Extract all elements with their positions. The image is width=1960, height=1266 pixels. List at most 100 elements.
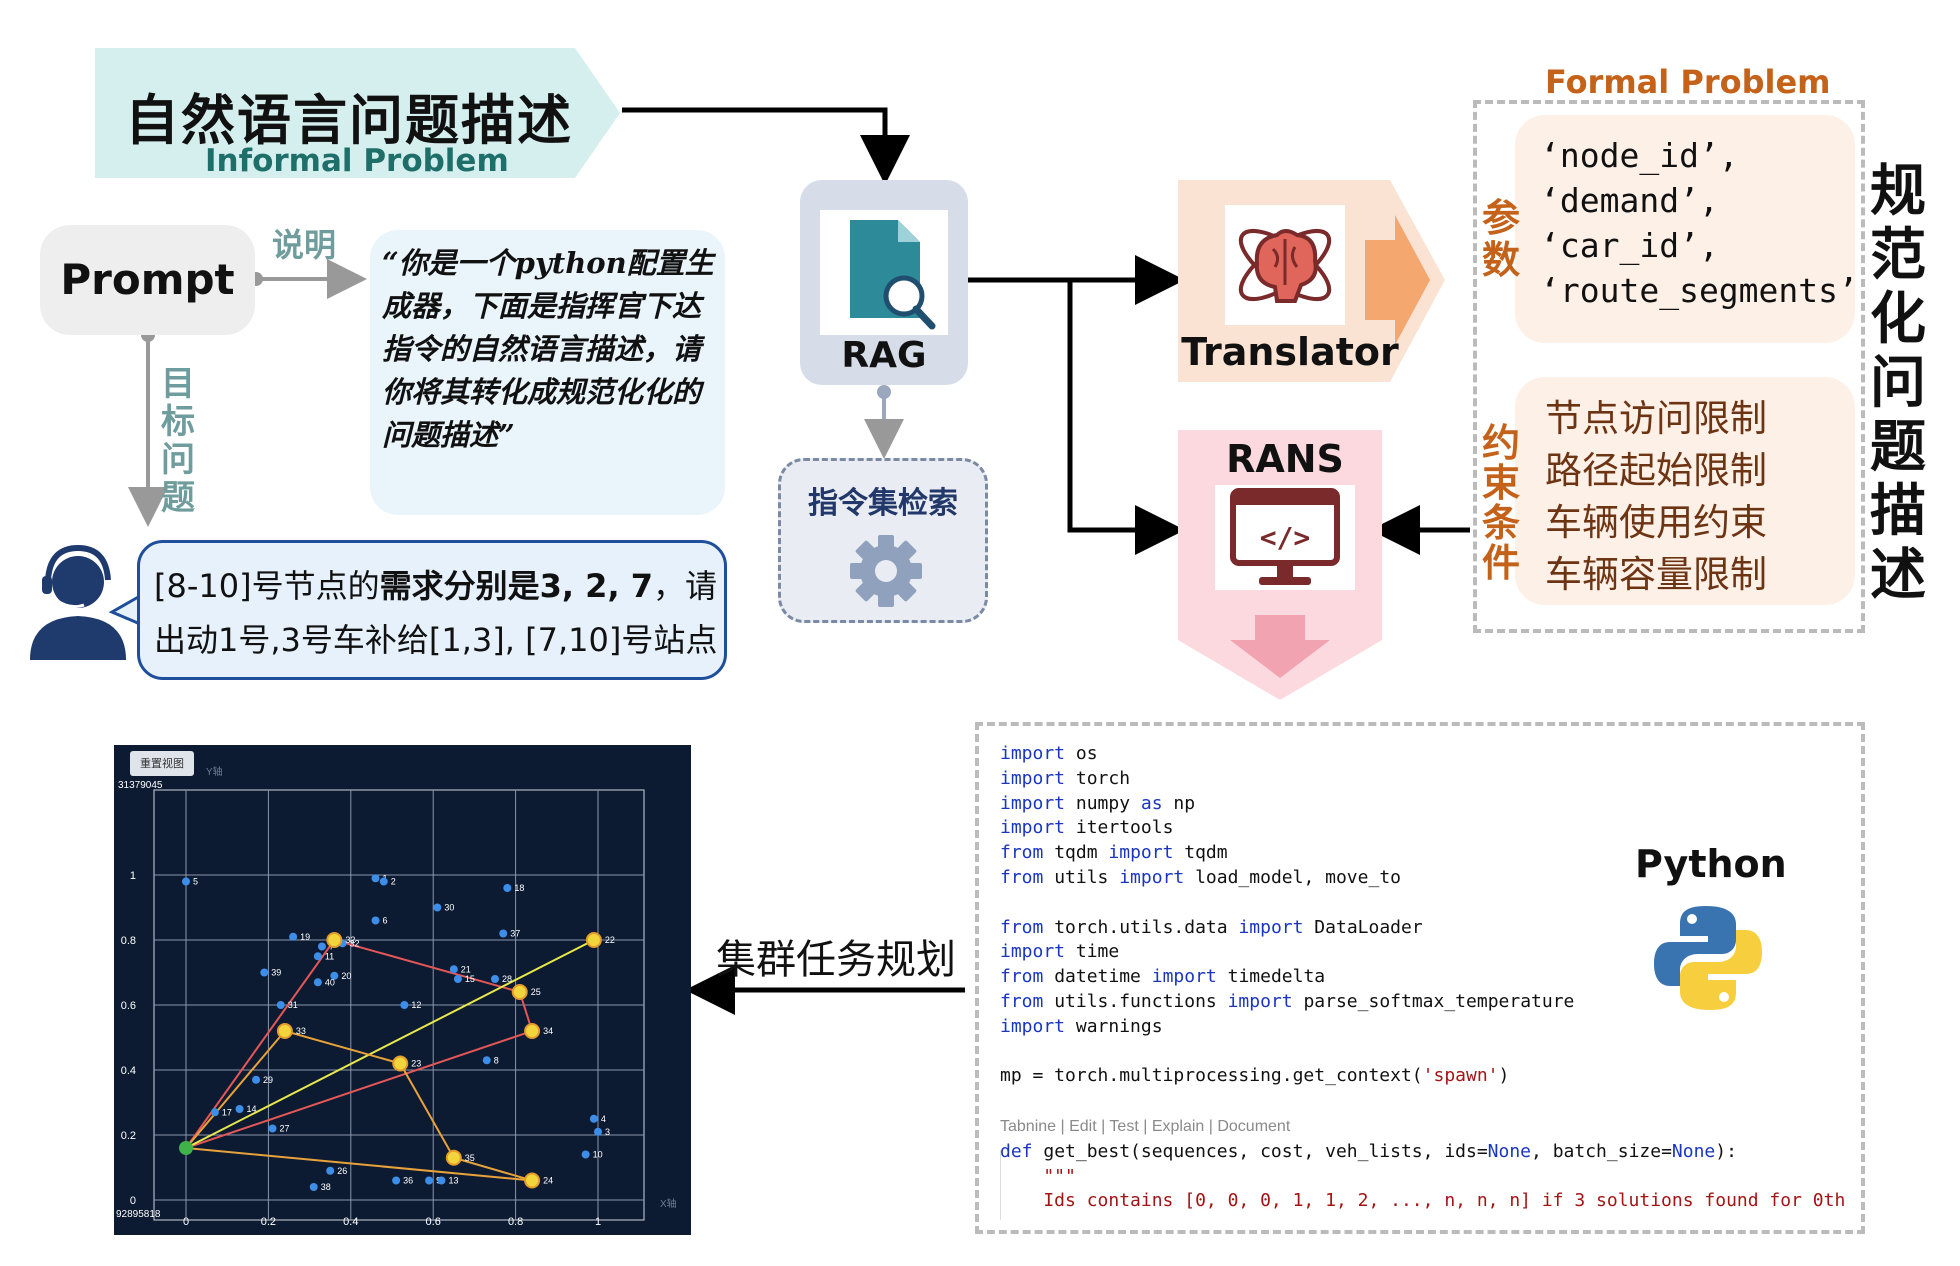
mission-planning-label: 集群任务规划 [716,937,956,983]
customer-label: 4 [601,1114,606,1124]
code-line: def get_best(sequences, cost, veh_lists,… [1000,1140,1737,1162]
customer-point [449,965,458,974]
x-axis-name: X轴 [660,1197,677,1210]
customer-point [491,975,499,983]
customer-point [453,975,462,983]
user-request-line2: 出动1号,3号车补给[1,3], [7,10]号站点 [154,621,718,659]
param-item: ‘route_segments’ [1540,271,1858,310]
code-line: from tqdm import tqdm [1000,842,1228,864]
reset-view-button[interactable]: 重置视图 [130,751,194,776]
instruction-retrieval-node [778,458,988,623]
code-line: from utils.functions import parse_softma… [1000,990,1575,1012]
customer-label: 26 [337,1166,347,1176]
customer-label: 13 [448,1176,458,1186]
customer-label: 5 [193,877,198,887]
customer-point [499,929,508,938]
explain-label: 说明 [272,226,337,264]
translator-arrow-icon [1365,215,1430,345]
customer-point [330,971,339,980]
route-node-point [276,1023,293,1039]
route-node-point [392,1055,409,1072]
customer-point [371,916,380,925]
customer-point [313,978,322,987]
user-request-line1: [8-10]号节点的需求分别是3, 2, 7，请 [154,567,718,605]
customer-label: 36 [403,1176,413,1186]
param-item: ‘node_id’, [1540,136,1739,175]
customer-label: 14 [247,1104,257,1114]
customer-point [371,874,380,883]
customer-label: 37 [510,929,520,939]
code-line: Ids contains [0, 0, 0, 1, 1, 2, ..., n, … [1000,1190,1846,1212]
customer-label: 8 [494,1055,499,1065]
informal-problem-banner: 自然语言问题描述 Informal Problem [95,48,620,179]
customer-label: 32 [350,938,360,948]
param-item: ‘car_id’, [1540,226,1719,265]
customer-point [252,1075,261,1084]
customer-label: 28 [502,974,512,984]
rag-document-search-icon [820,210,948,335]
customer-label: 2 [391,877,396,887]
customer-label: 27 [280,1124,290,1134]
y-tick-label: 0.6 [121,1000,136,1012]
y-top-label: 31379045 [118,780,163,791]
constraint-item: 车辆使用约束 [1545,501,1767,544]
x-tick-label: 0.8 [508,1216,523,1228]
route-node-point [524,1172,541,1189]
code-line: from datetime import timedelta [1000,966,1326,988]
python-logo-icon [1654,906,1762,1010]
params-list: ‘node_id’,‘demand’,‘car_id’,‘route_segme… [1540,133,1858,313]
customer-label: 20 [341,971,351,981]
customer-point [392,1176,401,1185]
constraints-list: 节点访问限制路径起始限制车辆使用约束车辆容量限制 [1545,393,1767,601]
formal-problem-title: Formal Problem [1545,63,1831,101]
customer-point [400,1001,409,1009]
customer-label: 39 [271,968,281,978]
rans-label: RANS [1226,437,1344,481]
constraint-item: 车辆容量限制 [1545,553,1767,596]
code-monitor-icon: </> [1215,485,1355,590]
customer-point [379,877,388,886]
y-tick-label: 0.2 [121,1130,136,1142]
x-tick-label: 0.4 [343,1216,358,1228]
customer-point [268,1124,277,1133]
route-node-label: 24 [543,1176,553,1186]
customer-point [589,1114,598,1123]
customer-point [503,884,512,892]
customer-point [581,1150,590,1159]
route-node-point [585,932,602,948]
goal-label: 目标问题 [161,364,195,518]
svg-text:</>: </> [1260,521,1311,554]
code-line: import warnings [1000,1015,1163,1037]
formal-problem-frame [1473,100,1865,633]
customer-point [309,1183,318,1191]
customer-label: 19 [300,932,310,942]
route-node-label: 34 [543,1026,553,1036]
route-line [185,939,595,1149]
instruction-retrieval-label: 指令集检索 [808,486,958,521]
informal-title-en: Informal Problem [205,143,509,179]
gear-icon [850,535,922,607]
depot-point [179,1141,193,1155]
customer-point [182,877,190,886]
constraint-item: 路径起始限制 [1545,449,1767,492]
code-line: import numpy as np [1000,792,1196,814]
constraints-label: 约束条件 [1481,421,1520,585]
customer-point [326,1166,335,1175]
route-node-point [524,1023,541,1039]
x-tick-label: 1 [595,1216,601,1228]
y-tick-label: 0.8 [121,935,136,947]
speech-tail [108,593,142,627]
informal-title-cn: 自然语言问题描述 [125,89,573,152]
constraint-item: 节点访问限制 [1545,397,1767,440]
rans-down-arrow-icon [1230,615,1330,678]
customer-label: 40 [325,977,335,987]
route-node-label: 35 [465,1153,475,1163]
code-line: """ [1000,1165,1076,1187]
code-line: import time [1000,941,1120,963]
customer-point [313,952,322,961]
y-axis-name: Y轴 [206,765,223,778]
code-line: from utils import load_model, move_to [1000,866,1401,888]
python-label: Python [1635,842,1787,886]
